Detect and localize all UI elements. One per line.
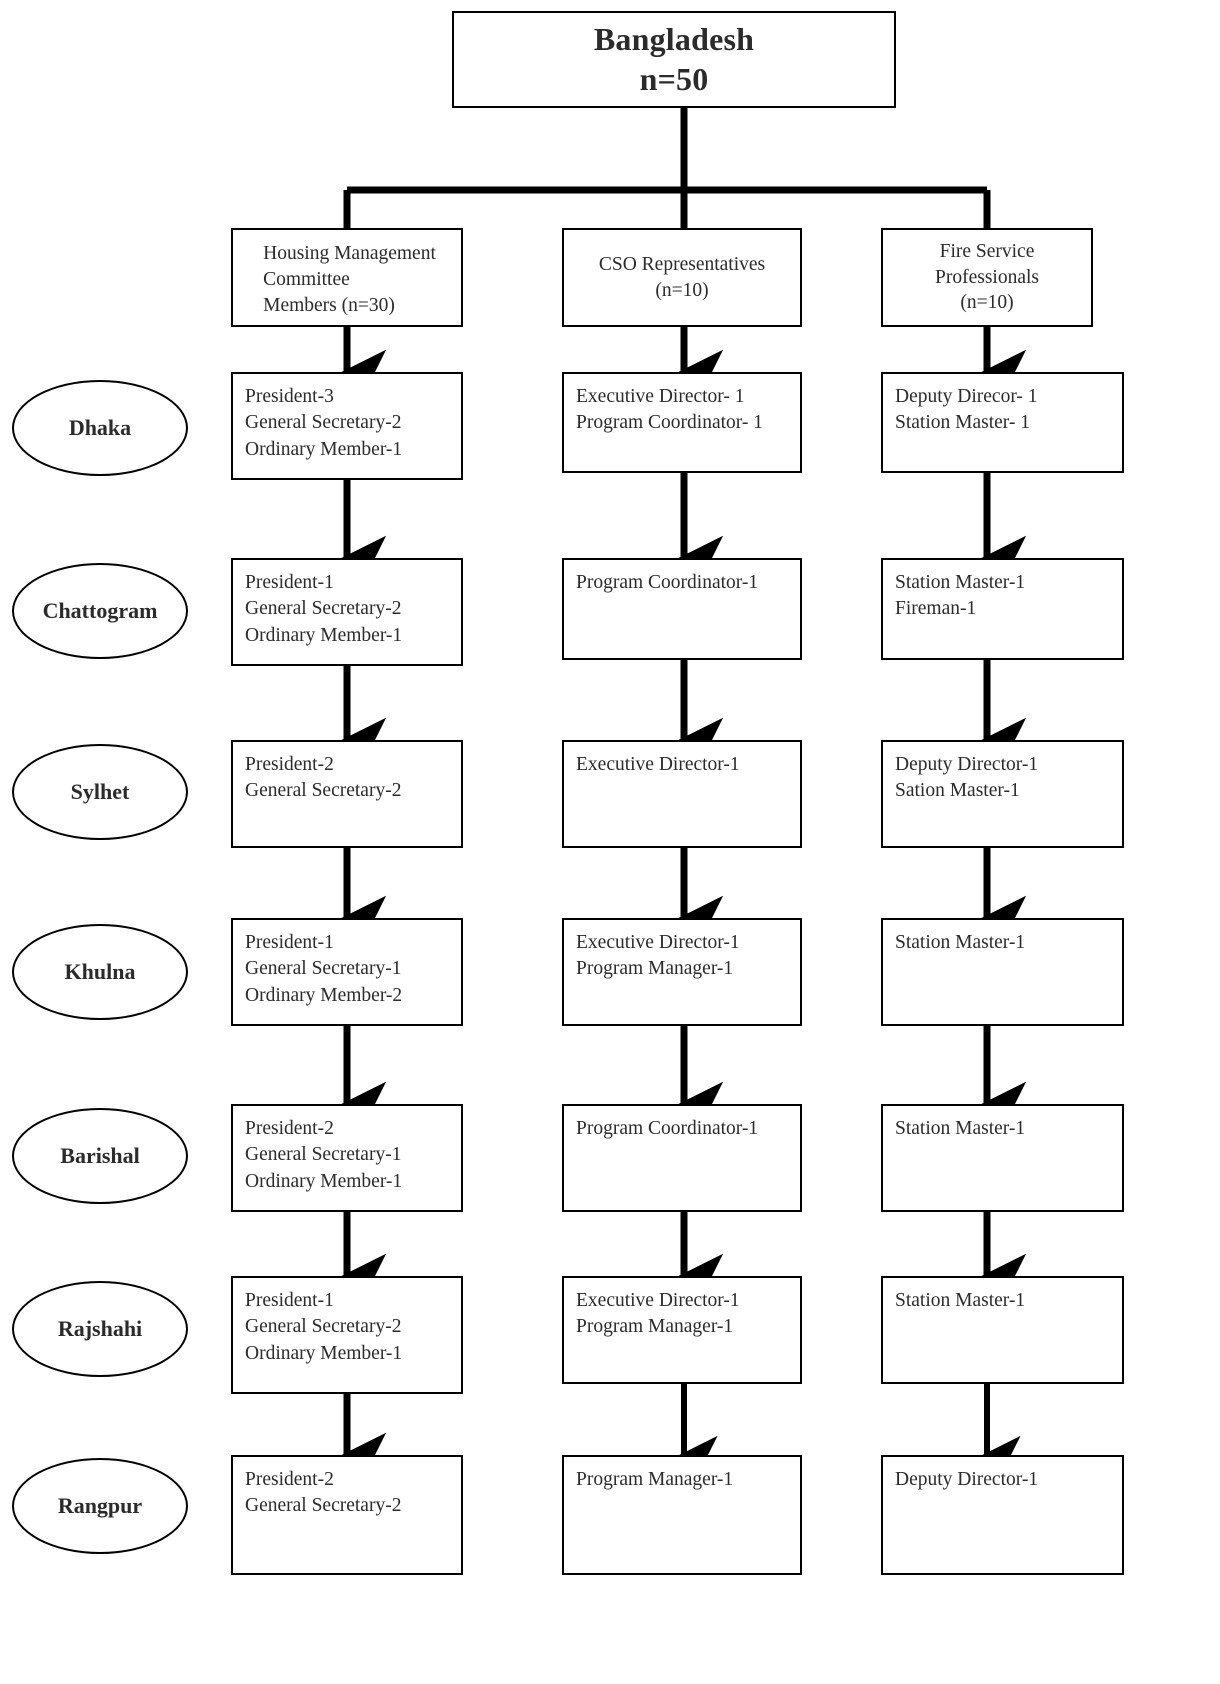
cell-barishal-cso: Program Coordinator-1 xyxy=(562,1104,802,1212)
cell-dhaka-fire: Deputy Direcor- 1 Station Master- 1 xyxy=(881,372,1124,473)
region-label: Sylhet xyxy=(70,779,130,804)
region-label: Barishal xyxy=(60,1143,140,1168)
cell-chattogram-hmc: President-1 General Secretary-2 Ordinary… xyxy=(231,558,463,666)
region-ellipse-sylhet: Sylhet xyxy=(12,744,188,840)
region-ellipse-dhaka: Dhaka xyxy=(12,380,188,476)
region-ellipse-rajshahi: Rajshahi xyxy=(12,1281,188,1377)
region-label: Chattogram xyxy=(42,598,158,623)
category-node-housing-management-committee: Housing Management Committee Members (n=… xyxy=(231,228,463,327)
cell-chattogram-fire: Station Master-1 Fireman-1 xyxy=(881,558,1124,660)
cell-chattogram-cso: Program Coordinator-1 xyxy=(562,558,802,660)
region-ellipse-chattogram: Chattogram xyxy=(12,563,188,659)
cell-dhaka-cso: Executive Director- 1 Program Coordinato… xyxy=(562,372,802,473)
region-label: Rangpur xyxy=(57,1493,143,1518)
cell-rangpur-cso: Program Manager-1 xyxy=(562,1455,802,1575)
cell-rangpur-hmc: President-2 General Secretary-2 xyxy=(231,1455,463,1575)
category-label: CSO Representatives (n=10) xyxy=(598,253,766,301)
cell-rajshahi-hmc: President-1 General Secretary-2 Ordinary… xyxy=(231,1276,463,1394)
category-node-cso-representatives: CSO Representatives (n=10) xyxy=(562,228,802,327)
category-label: Fire Service Professionals (n=10) xyxy=(935,240,1039,314)
cell-khulna-cso: Executive Director-1 Program Manager-1 xyxy=(562,918,802,1026)
cell-barishal-fire: Station Master-1 xyxy=(881,1104,1124,1212)
cell-sylhet-hmc: President-2 General Secretary-2 xyxy=(231,740,463,848)
cell-khulna-hmc: President-1 General Secretary-1 Ordinary… xyxy=(231,918,463,1026)
region-label: Dhaka xyxy=(68,415,132,440)
root-node-bangladesh: Bangladesh n=50 xyxy=(452,11,896,108)
cell-dhaka-hmc: President-3 General Secretary-2 Ordinary… xyxy=(231,372,463,480)
region-ellipse-barishal: Barishal xyxy=(12,1108,188,1204)
cell-rajshahi-fire: Station Master-1 xyxy=(881,1276,1124,1384)
cell-sylhet-fire: Deputy Director-1 Sation Master-1 xyxy=(881,740,1124,848)
category-node-fire-service-professionals: Fire Service Professionals (n=10) xyxy=(881,228,1093,327)
region-ellipse-khulna: Khulna xyxy=(12,924,188,1020)
region-ellipse-rangpur: Rangpur xyxy=(12,1458,188,1554)
cell-barishal-hmc: President-2 General Secretary-1 Ordinary… xyxy=(231,1104,463,1212)
root-node-label: Bangladesh n=50 xyxy=(593,21,755,97)
cell-sylhet-cso: Executive Director-1 xyxy=(562,740,802,848)
category-label: Housing Management Committee Members (n=… xyxy=(263,243,436,316)
cell-rajshahi-cso: Executive Director-1 Program Manager-1 xyxy=(562,1276,802,1384)
region-label: Khulna xyxy=(64,959,136,984)
cell-rangpur-fire: Deputy Director-1 xyxy=(881,1455,1124,1575)
cell-khulna-fire: Station Master-1 xyxy=(881,918,1124,1026)
region-label: Rajshahi xyxy=(57,1316,143,1341)
